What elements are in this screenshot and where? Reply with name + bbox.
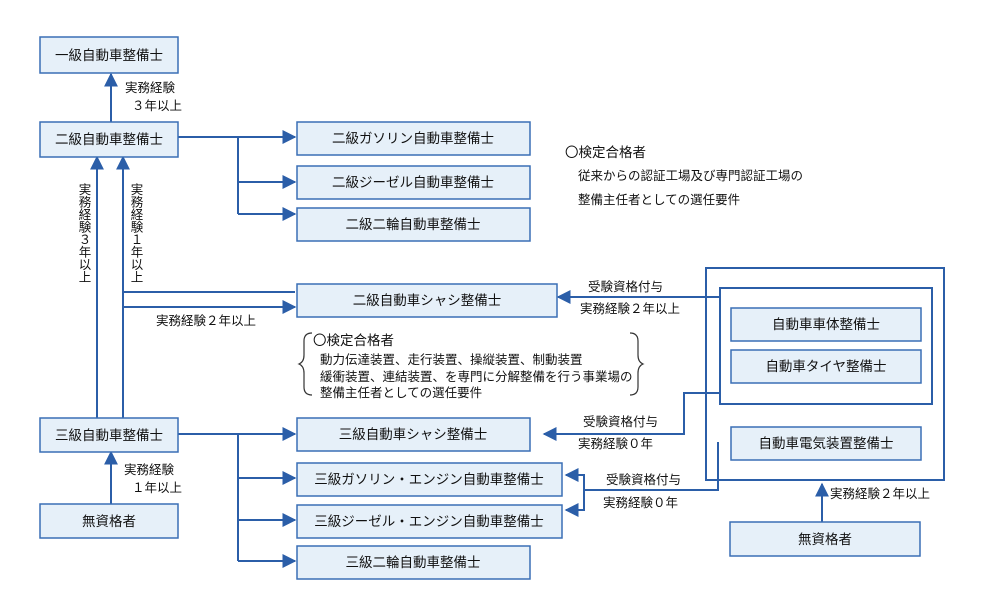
node-grade1: 一級自動車整備士 [39,36,179,74]
edge-grade2-branch [178,136,239,214]
note-top-right-line2: 整備主任者としての選任要件 [578,192,740,207]
node-grade3-chassis: 三級自動車シャシ整備士 [296,417,531,452]
outer-group-frame [705,267,945,481]
node-grade2-motorcycle-label: 二級二輪自動車整備士 [346,216,481,233]
label-to-g3chassis-line1: 受験資格付与 [583,414,658,429]
note-middle-line2: 緩衝装置、連結装置、を専門に分解整備を行う事業場の [320,369,633,384]
node-body-repair: 自動車車体整備士 [730,307,922,342]
node-grade2-chassis: 二級自動車シャシ整備士 [296,283,558,318]
node-grade3-diesel-engine: 三級ジーゼル・エンジン自動車整備士 [296,504,563,539]
node-grade1-label: 一級自動車整備士 [55,48,163,64]
node-grade2-diesel: 二級ジーゼル自動車整備士 [296,165,531,200]
label-to-g3chassis-line2: 実務経験０年 [578,436,653,451]
label-g2-to-g1-line1: 実務経験 [125,80,176,95]
note-middle-line1: 動力伝達装置、走行装置、操縦装置、制動装置 [320,352,583,367]
node-grade3-motorcycle: 三級二輪自動車整備士 [296,545,531,580]
edge-electrical-to-engines [584,442,719,491]
node-grade2-gasoline: 二級ガソリン自動車整備士 [296,121,531,156]
node-body-repair-label: 自動車車体整備士 [772,317,880,333]
node-unqualified-left: 無資格者 [39,503,179,539]
inner-group-frame [719,287,933,405]
label-unq-right-to-group: 実務経験２年以上 [830,486,930,501]
note-top-right-line1: 従来からの認証工場及び専門認証工場の [578,168,803,183]
label-to-g2chassis-line2: 実務経験２年以上 [580,301,680,316]
note-top-right-title: 〇検定合格者 [565,145,646,161]
node-grade2-gasoline-label: 二級ガソリン自動車整備士 [332,131,494,147]
label-g2-to-g1-line2: ３年以上 [132,98,182,113]
edge-group-to-grade3chassis [542,392,720,441]
edge-electrical-to-gasoline-engine [564,468,585,490]
node-tire: 自動車タイヤ整備士 [730,349,922,384]
node-grade3-motorcycle-label: 三級二輪自動車整備士 [346,554,481,571]
label-g3-to-g2-b: 実務経験１年以上 [129,182,144,283]
note-middle-line3: 整備主任者としての選任要件 [320,385,482,400]
label-unq-to-g3-line1: 実務経験 [124,462,175,477]
edge-electrical-to-diesel-engine [564,490,585,517]
note-middle-right-bracket [629,332,645,396]
node-grade2: 二級自動車整備士 [39,121,179,158]
label-to-g3engine-line2: 実務経験０年 [603,495,678,510]
note-middle-title: 〇検定合格者 [313,333,394,349]
node-grade3: 三級自動車整備士 [39,417,179,453]
note-middle-left-bracket [297,332,313,396]
label-g3-to-g2-a: 実務経験３年以上 [77,182,92,283]
node-tire-label: 自動車タイヤ整備士 [765,359,886,375]
node-grade2-motorcycle: 二級二輪自動車整備士 [296,207,531,242]
node-electrical: 自動車電気装置整備士 [730,426,922,461]
label-unq-to-g3-line2: １年以上 [132,480,182,495]
node-electrical-label: 自動車電気装置整備士 [759,436,894,452]
node-unqualified-right: 無資格者 [729,521,921,557]
node-unqualified-right-label: 無資格者 [798,532,852,548]
node-unqualified-left-label: 無資格者 [82,514,136,530]
node-grade3-diesel-engine-label: 三級ジーゼル・エンジン自動車整備士 [314,514,544,530]
node-grade3-chassis-label: 三級自動車シャシ整備士 [339,427,488,443]
label-to-g2chassis-line1: 受験資格付与 [588,279,663,294]
node-grade2-chassis-label: 二級自動車シャシ整備士 [353,293,502,309]
node-grade3-gasoline-engine-label: 三級ガソリン・エンジン自動車整備士 [314,472,544,488]
label-to-g3engine-line1: 受験資格付与 [606,472,681,487]
node-grade3-gasoline-engine: 三級ガソリン・エンジン自動車整備士 [296,462,563,497]
node-grade3-label: 三級自動車整備士 [55,428,163,444]
label-g3-to-g2chassis: 実務経験２年以上 [156,313,256,328]
node-grade2-diesel-label: 二級ジーゼル自動車整備士 [332,175,494,191]
node-grade2-label: 二級自動車整備士 [55,132,163,148]
